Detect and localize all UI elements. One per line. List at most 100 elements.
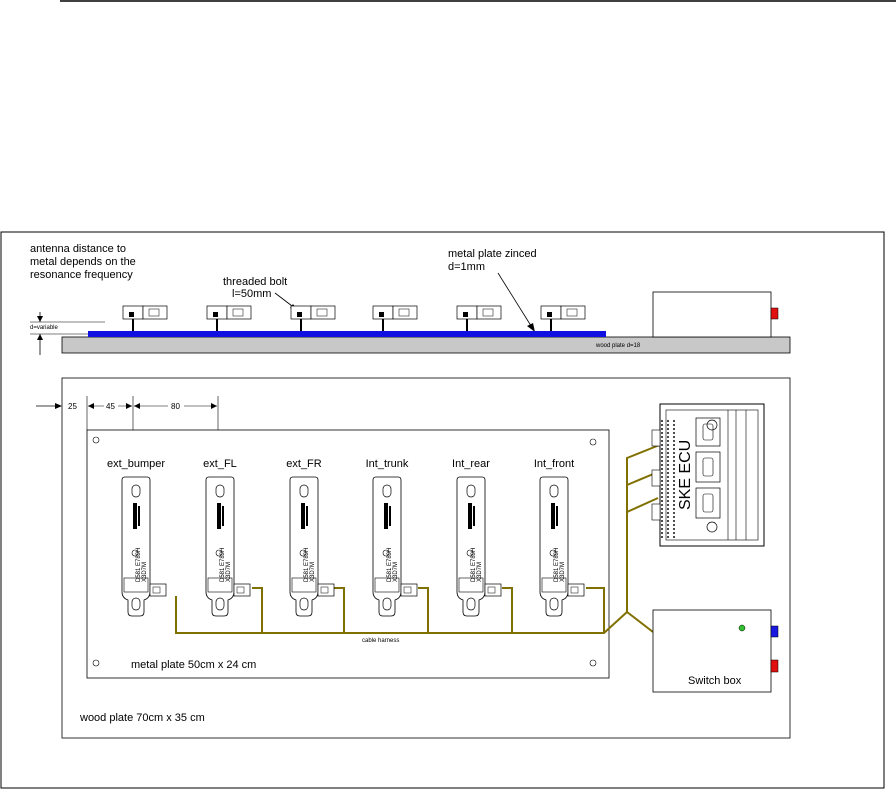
antenna-mount-slot: [466, 597, 476, 611]
antenna-label: Int_front: [534, 458, 574, 470]
antenna-label: ext_FR: [286, 458, 322, 470]
switch-box: Switch box: [652, 609, 779, 693]
metal-leader: [497, 272, 534, 330]
dim-25-arrowhead: [55, 403, 62, 409]
dim-45-arrowhead-l: [88, 403, 94, 409]
harness-drop-3: [334, 587, 345, 633]
metal-label-line2: d=1mm: [448, 261, 485, 273]
harness-to-ecu-3: [626, 497, 659, 513]
antenna-label: ext_FL: [203, 458, 237, 470]
antenna-mount-slot: [131, 597, 141, 611]
mount-hole-tl: [92, 436, 100, 444]
metal-arrowhead: [527, 323, 535, 332]
ecu-red-connector: [770, 307, 779, 320]
ecu-inner: [665, 409, 759, 541]
mount-hole-bl: [92, 659, 100, 667]
side-antenna: [122, 305, 168, 331]
outer-frame: [0, 231, 885, 789]
antenna-part-code: X3D7M: [393, 562, 399, 582]
antenna-label: Int_trunk: [366, 458, 409, 470]
antenna-mount-slot: [549, 597, 559, 611]
dvar-arrowhead-top: [37, 316, 43, 322]
switch-box-label: Switch box: [688, 675, 742, 687]
switch-box-led: [738, 624, 746, 632]
bolt-label-line1: threaded bolt: [223, 276, 287, 288]
harness-drop-4: [418, 587, 429, 633]
switch-box-body: [652, 609, 772, 693]
antenna-part-code: X3D7M: [310, 562, 316, 582]
ecu-connector-1: [695, 417, 721, 447]
side-antennas: [122, 305, 586, 331]
antenna-note-line3: resonance frequency: [30, 269, 133, 281]
antenna-mount-slot: [299, 597, 309, 611]
dim-45-label: 45: [106, 402, 115, 411]
antenna-part-number: D581 E789H: [136, 548, 142, 582]
metal-plate-label: metal plate 50cm x 24 cm: [131, 659, 256, 671]
cable-harness-label: cable harness: [362, 638, 399, 644]
antenna-part-number: D581 E789H: [554, 548, 560, 582]
harness-main: [175, 596, 628, 634]
ecu-body: [659, 403, 765, 547]
dvar-arrowhead-bottom: [37, 334, 43, 340]
antenna-housing: [289, 476, 319, 617]
harness-drop-5: [502, 587, 513, 633]
side-antenna: [290, 305, 336, 331]
side-view: antenna distance to metal depends on the…: [30, 243, 791, 355]
antenna-mount-slot: [131, 484, 141, 498]
antenna-mount-slot: [466, 484, 476, 498]
antenna-part-number: D581 E789H: [304, 548, 310, 582]
antenna-part-number: D581 E789H: [387, 548, 393, 582]
antenna-note-line1: antenna distance to: [30, 243, 126, 255]
side-antenna: [540, 305, 586, 331]
dim-25-label: 25: [68, 402, 77, 411]
antenna-part-code: X3D7M: [226, 562, 232, 582]
ecu-box-side: [652, 291, 772, 338]
mount-hole-br: [589, 659, 597, 667]
antenna-part-code: X3D7M: [560, 562, 566, 582]
switch-red-button[interactable]: [770, 659, 779, 673]
metal-plate-top: [86, 429, 610, 679]
harness-drop-6: [586, 587, 605, 633]
harness-to-ecu-1: [626, 443, 663, 612]
ecu-screw-bottom: [706, 521, 718, 533]
side-antenna: [456, 305, 502, 331]
antenna-mount-slot: [215, 597, 225, 611]
antenna-note-line2: metal depends on the: [30, 256, 136, 268]
dim-80-arrowhead-r: [211, 403, 217, 409]
wood-plate-side: [61, 336, 791, 354]
antenna-part-number: D581 E789H: [471, 548, 477, 582]
antenna-housing: [205, 476, 235, 617]
antenna-label: ext_bumper: [107, 458, 165, 470]
side-antenna: [372, 305, 418, 331]
antenna-housing: [456, 476, 486, 617]
dim-80-arrowhead-l: [134, 403, 140, 409]
antenna-part-code: X3D7M: [477, 562, 483, 582]
top-view: 25 45 80 cabl: [36, 377, 791, 739]
dim-45-arrowhead-r: [126, 403, 132, 409]
ecu-screw-top: [706, 419, 718, 431]
antenna-housing: [539, 476, 569, 617]
antenna-mount-slot: [382, 484, 392, 498]
dvar-label: d=variable: [30, 325, 59, 331]
ske-ecu: SKE ECU: [651, 403, 765, 547]
antenna-mount-slot: [215, 484, 225, 498]
wood-plate-side-label: wood plate d=18: [595, 343, 641, 349]
antenna-mount-slot: [549, 484, 559, 498]
cable-harness: [175, 443, 663, 634]
antenna-housing: [372, 476, 402, 617]
ecu-label: SKE ECU: [677, 440, 694, 510]
side-antenna: [206, 305, 252, 331]
mount-hole-tr: [589, 438, 597, 446]
ecu-connector-2: [695, 451, 721, 483]
switch-blue-button[interactable]: [770, 625, 779, 638]
metal-strip: [88, 331, 606, 337]
ecu-pins: [661, 420, 675, 540]
